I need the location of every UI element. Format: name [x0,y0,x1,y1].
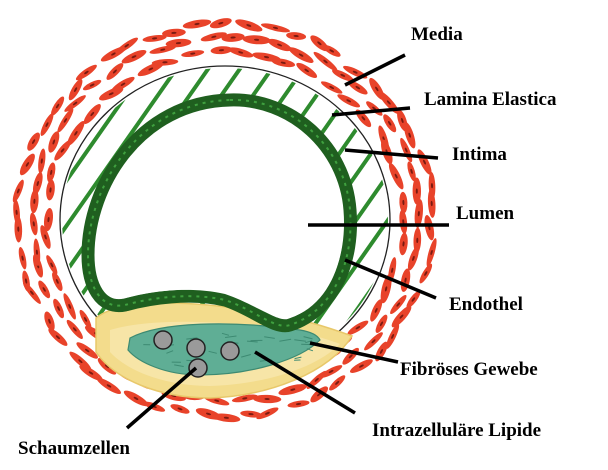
label-endothel: Endothel [449,294,523,316]
label-schaumzellen: Schaumzellen [18,438,130,460]
label-media: Media [411,24,463,46]
label-lamina-elastica: Lamina Elastica [424,89,556,111]
foam-cell [189,359,207,377]
label-fibroeses-gewebe: Fibröses Gewebe [400,359,538,381]
label-intima: Intima [452,144,507,166]
label-intrazellulaere-lipide: Intrazelluläre Lipide [372,420,541,442]
foam-cell [187,339,205,357]
foam-cell [221,342,239,360]
label-lumen: Lumen [456,203,514,225]
foam-cell [154,331,172,349]
